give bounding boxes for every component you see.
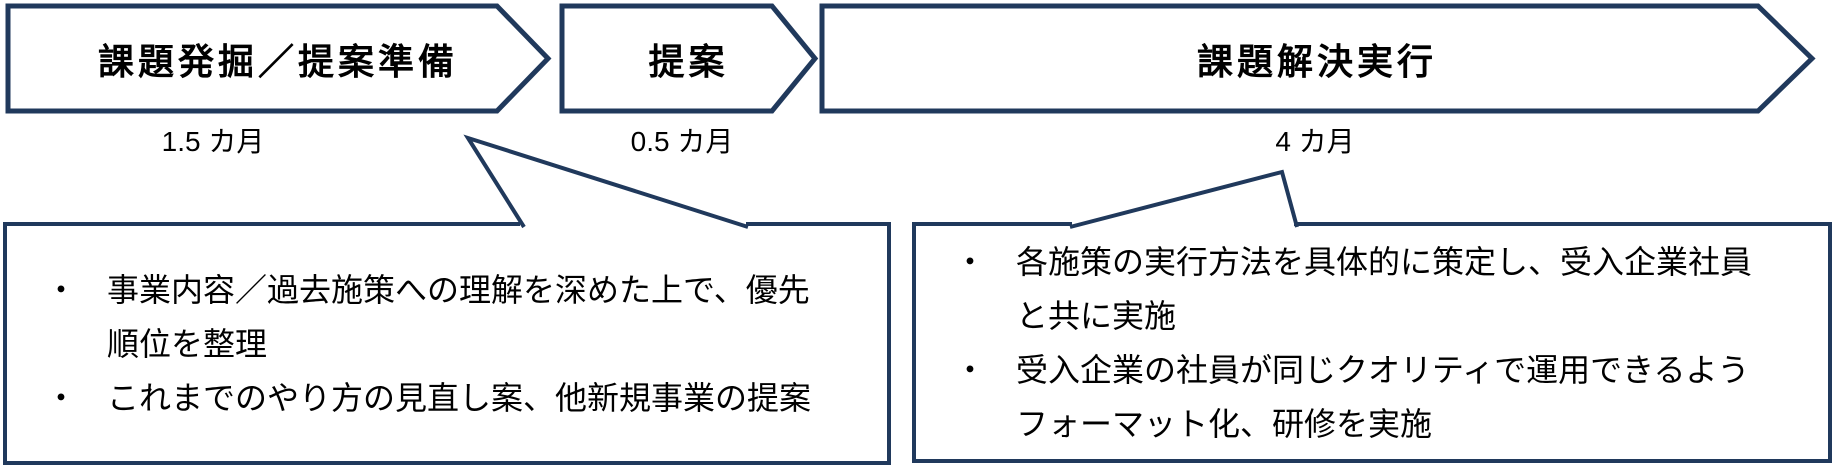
phase-arrow-3-shape: [819, 3, 1816, 114]
callout-box-left: ・ 事業内容／過去施策への理解を深めた上で、優先 順位を整理 ・ これまでのやり…: [9, 226, 885, 461]
bullet-glyph: ・: [45, 379, 78, 416]
callout-tail-left: [463, 134, 749, 229]
bullet-text: 順位を整理: [107, 325, 268, 362]
bullet-text: 事業内容／過去施策への理解を深めた上で、優先: [107, 271, 810, 308]
bullet-glyph: [9, 317, 107, 371]
bullet-line: ・ これまでのやり方の見直し案、他新規事業の提案: [9, 371, 885, 425]
callout-tail-right: [1069, 169, 1299, 229]
phase-arrow-2-shape: [559, 3, 819, 114]
callout-box-right: ・ 各施策の実行方法を具体的に策定し、受入企業社員 と共に実施 ・ 受入企業の社…: [918, 226, 1826, 459]
bullet-glyph: ・: [954, 243, 987, 280]
bullet-line: 順位を整理: [9, 317, 885, 371]
phase-arrow-1-shape: [5, 3, 552, 114]
phase-2-label: 提案: [648, 41, 729, 82]
bullet-line: フォーマット化、研修を実施: [918, 397, 1826, 451]
phase-1-duration: 1.5 カ月: [161, 126, 265, 157]
bullet-line: ・ 事業内容／過去施策への理解を深めた上で、優先: [9, 263, 885, 317]
bullet-line: ・ 各施策の実行方法を具体的に策定し、受入企業社員: [918, 235, 1826, 289]
bullet-text: 各施策の実行方法を具体的に策定し、受入企業社員: [1016, 243, 1753, 280]
callout-tail-left-gap: [520, 219, 746, 229]
bullet-glyph: ・: [954, 351, 987, 388]
callout-tail-right-gap: [1072, 219, 1294, 229]
bullet-text: フォーマット化、研修を実施: [1016, 405, 1433, 442]
bullet-glyph: ・: [45, 271, 78, 308]
bullet-text: これまでのやり方の見直し案、他新規事業の提案: [107, 379, 812, 416]
phase-1-label: 課題発掘／提案準備: [97, 41, 458, 82]
phase-2-duration: 0.5 カ月: [630, 126, 734, 157]
bullet-line: と共に実施: [918, 289, 1826, 343]
phase-3-duration: 4 カ月: [1275, 126, 1355, 157]
bullet-glyph: [918, 289, 1016, 343]
bullet-text: と共に実施: [1016, 297, 1177, 334]
bullet-glyph: [918, 397, 1016, 451]
bullet-text: 受入企業の社員が同じクオリティで運用できるよう: [1016, 351, 1750, 388]
callout-box-left-shape: [3, 222, 891, 465]
bullet-line: ・ 受入企業の社員が同じクオリティで運用できるよう: [918, 343, 1826, 397]
callout-box-right-shape: [912, 222, 1832, 463]
phase-3-label: 課題解決実行: [1196, 41, 1437, 82]
